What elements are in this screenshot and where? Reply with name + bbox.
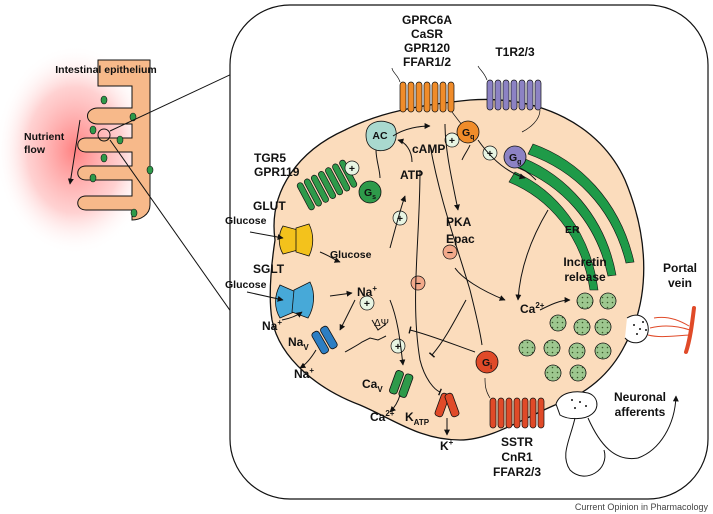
cav-label: CaV	[362, 377, 383, 394]
katp-label: KATP	[405, 410, 430, 427]
dpsi-label: ΔΨ	[374, 318, 389, 329]
gs-label: Gs	[364, 187, 376, 201]
na-cytosol-label: Na+	[357, 284, 377, 299]
ac-label: AC	[372, 130, 388, 142]
gpcr-top-label-4: FFAR1/2	[403, 55, 451, 69]
exocytosis-site	[624, 314, 649, 344]
glucose-cytosol-label: Glucose	[330, 249, 372, 261]
credit-line: Current Opinion in Pharmacology	[575, 502, 709, 512]
epithelium-inset	[0, 42, 299, 371]
k-out-label: K+	[440, 438, 454, 453]
neuronal-terminal	[555, 391, 679, 477]
svg-text:−: −	[447, 247, 453, 259]
cnr1-label: CnR1	[501, 450, 533, 464]
incretin-label-1: Incretin	[563, 255, 606, 269]
nutrient-flow-arrow	[67, 119, 81, 185]
gg-label: Gg	[509, 152, 521, 166]
ffar23-label: FFAR2/3	[493, 465, 541, 479]
gi-label: Gi	[482, 357, 492, 371]
inset-flow-label: Nutrient flow	[24, 131, 67, 156]
svg-text:+: +	[397, 213, 403, 225]
taste-receptor-label: T1R2/3	[495, 45, 535, 59]
bile-receptor-label-2: GPR119	[254, 165, 300, 179]
svg-text:+: +	[487, 148, 493, 160]
gq-label: Gq	[462, 127, 474, 141]
minus-badges	[410, 244, 458, 291]
inset-eec-cells	[89, 95, 154, 218]
gq-protein	[456, 120, 480, 144]
incretin-label-2: release	[564, 270, 606, 284]
glucose-sglt-label: Glucose	[225, 279, 267, 291]
glut-transporter	[278, 223, 314, 257]
portal-label-1: Portal	[663, 261, 697, 275]
signal-paths	[246, 123, 571, 436]
neuronal-label-2: afferents	[615, 405, 666, 419]
ac-enzyme	[365, 120, 397, 152]
er-organelle	[508, 143, 635, 291]
sstr-label: SSTR	[501, 435, 533, 449]
na-sglt-label: Na+	[262, 318, 282, 333]
pka-label: PKA	[446, 215, 472, 229]
gs-protein	[358, 180, 382, 204]
gg-protein	[503, 145, 527, 169]
portal-vein	[647, 306, 696, 354]
inset-tissue-label: Intestinal epithelium	[55, 64, 157, 76]
na-nav-label: Na+	[294, 366, 314, 381]
gpcr-inhibitory-receptor	[484, 377, 545, 429]
gi-protein	[475, 350, 499, 374]
gpcr-top-label-3: GPR120	[404, 41, 450, 55]
gpcr-top-label-2: CaSR	[411, 27, 443, 41]
highlighted-cell-outline	[97, 128, 111, 142]
nav-channel	[311, 325, 338, 355]
svg-text:+: +	[395, 341, 401, 353]
gpcr-top-label-1: GPRC6A	[402, 13, 452, 27]
gpcr-nutrient-receptor	[391, 67, 467, 131]
gpcr-taste-receptor	[477, 65, 542, 133]
atp-label: ATP	[400, 168, 423, 182]
er-label: ER	[565, 224, 580, 236]
katp-channel	[434, 392, 460, 418]
bile-receptor-label-1: TGR5	[254, 151, 286, 165]
neuronal-label-1: Neuronal	[614, 390, 666, 404]
glut-label: GLUT	[253, 199, 286, 213]
incretin-granules	[518, 292, 617, 382]
minus-signs: − −	[415, 247, 453, 290]
flow-label-line1: Nutrient	[24, 131, 65, 143]
portal-label-2: vein	[668, 276, 692, 290]
svg-text:+: +	[449, 135, 455, 147]
ca-cytosol-label: Ca2+	[520, 301, 545, 316]
cav-channel	[389, 370, 414, 398]
camp-label: cAMP	[412, 142, 445, 156]
sglt-label: SGLT	[253, 262, 285, 276]
nav-label: NaV	[288, 335, 309, 352]
sglt-transporter	[275, 281, 314, 319]
epac-label: Epac	[446, 232, 475, 246]
ca-extracellular-label: Ca2+	[370, 409, 395, 424]
glucose-glut-label: Glucose	[225, 215, 267, 227]
plus-signs: + + + + + +	[349, 135, 493, 353]
svg-text:+: +	[364, 298, 370, 310]
svg-text:−: −	[415, 278, 421, 290]
svg-text:+: +	[349, 163, 355, 175]
flow-label-line2: flow	[24, 144, 46, 156]
